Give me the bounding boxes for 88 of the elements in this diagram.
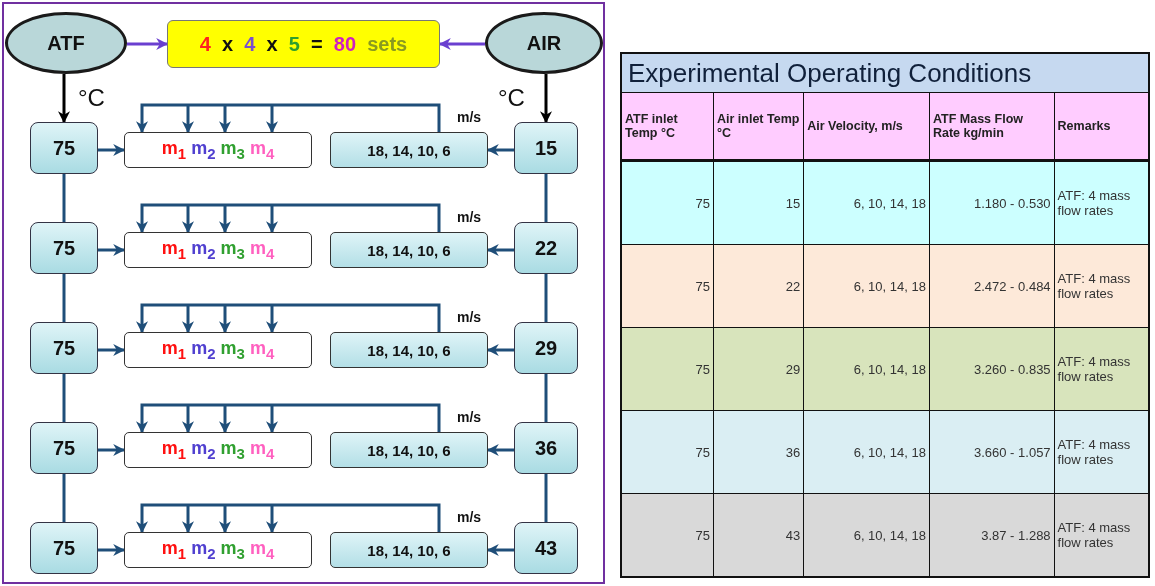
table-cell: ATF: 4 mass flow rates xyxy=(1054,493,1149,577)
arrow xyxy=(98,344,126,356)
temperature-box: 29 xyxy=(514,322,578,374)
temperature-box: 43 xyxy=(514,522,578,574)
temperature-box: 75 xyxy=(30,422,98,474)
table-cell: 3.260 - 0.835 xyxy=(929,327,1055,411)
flow-rate-box: m$_{1}$ m$_{2}$ m$_{3}$ m$_{4}$ xyxy=(124,132,312,168)
connector-line xyxy=(544,274,548,322)
table-cell: 15 xyxy=(713,160,804,245)
oval-node: ATF xyxy=(5,12,127,74)
table-title: Experimental Operating Conditions xyxy=(621,53,1149,93)
connector-line xyxy=(62,474,66,522)
result-box: 4 x 4 x 5 = 80 sets xyxy=(167,20,440,68)
table-cell: 75 xyxy=(621,160,714,245)
column-header: Air Velocity, m/s xyxy=(803,92,930,161)
bracket-arrow xyxy=(136,403,441,434)
flow-rate-box: m$_{1}$ m$_{2}$ m$_{3}$ m$_{4}$ xyxy=(124,332,312,368)
velocity-box: 18, 14, 10, 6 xyxy=(330,232,488,268)
table-cell: 43 xyxy=(713,493,804,577)
column-header: ATF inlet Temp °C xyxy=(621,92,714,161)
velocity-box: 18, 14, 10, 6 xyxy=(330,432,488,468)
velocity-box: 18, 14, 10, 6 xyxy=(330,332,488,368)
connector-line xyxy=(544,174,548,222)
bracket-arrow xyxy=(136,503,441,534)
table-cell: 22 xyxy=(713,244,804,328)
temperature-box: 75 xyxy=(30,522,98,574)
table-cell: 6, 10, 14, 18 xyxy=(803,493,930,577)
column-header: Air inlet Temp °C xyxy=(713,92,804,161)
temperature-box: 75 xyxy=(30,222,98,274)
edge-label: m/s xyxy=(457,109,482,125)
table-cell: 6, 10, 14, 18 xyxy=(803,327,930,411)
table-cell: 3.660 - 1.057 xyxy=(929,410,1055,494)
arrow xyxy=(58,74,70,124)
flow-rate-box: m$_{1}$ m$_{2}$ m$_{3}$ m$_{4}$ xyxy=(124,232,312,268)
table-cell: ATF: 4 mass flow rates xyxy=(1054,410,1149,494)
temperature-box: 36 xyxy=(514,422,578,474)
temperature-box: 15 xyxy=(514,122,578,174)
arrow xyxy=(486,344,514,356)
table-cell: 36 xyxy=(713,410,804,494)
temperature-box: 22 xyxy=(514,222,578,274)
table-cell: 6, 10, 14, 18 xyxy=(803,410,930,494)
table-cell: 1.180 - 0.530 xyxy=(929,160,1055,245)
oval-node: AIR xyxy=(485,12,603,74)
table-cell: 6, 10, 14, 18 xyxy=(803,244,930,328)
table-cell: ATF: 4 mass flow rates xyxy=(1054,244,1149,328)
table-cell: 6, 10, 14, 18 xyxy=(803,160,930,245)
table-cell: ATF: 4 mass flow rates xyxy=(1054,160,1149,245)
column-header: ATF Mass Flow Rate kg/min xyxy=(929,92,1055,161)
arrow xyxy=(486,244,514,256)
connector-line xyxy=(544,374,548,422)
edge-label: m/s xyxy=(457,409,482,425)
arrow xyxy=(486,144,514,156)
velocity-box: 18, 14, 10, 6 xyxy=(330,532,488,568)
edge-label: °C xyxy=(498,84,525,112)
table-cell: 75 xyxy=(621,410,714,494)
bracket-arrow xyxy=(136,203,441,234)
connector-line xyxy=(62,274,66,322)
flow-rate-box: m$_{1}$ m$_{2}$ m$_{3}$ m$_{4}$ xyxy=(124,432,312,468)
edge-label: m/s xyxy=(457,309,482,325)
arrow xyxy=(98,144,126,156)
bracket-arrow xyxy=(136,303,441,334)
arrow xyxy=(98,444,126,456)
flow-rate-box: m$_{1}$ m$_{2}$ m$_{3}$ m$_{4}$ xyxy=(124,532,312,568)
velocity-box: 18, 14, 10, 6 xyxy=(330,132,488,168)
connector-line xyxy=(62,174,66,222)
table-cell: 75 xyxy=(621,493,714,577)
arrow xyxy=(486,544,514,556)
arrow xyxy=(486,444,514,456)
table-cell: 75 xyxy=(621,244,714,328)
arrow xyxy=(98,544,126,556)
connector-line xyxy=(62,374,66,422)
arrow xyxy=(438,38,485,50)
temperature-box: 75 xyxy=(30,122,98,174)
edge-label: m/s xyxy=(457,209,482,225)
table-cell: 75 xyxy=(621,327,714,411)
table-cell: 3.87 - 1.288 xyxy=(929,493,1055,577)
temperature-box: 75 xyxy=(30,322,98,374)
table-cell: 2.472 - 0.484 xyxy=(929,244,1055,328)
arrow xyxy=(127,38,169,50)
arrow xyxy=(98,244,126,256)
column-header: Remarks xyxy=(1054,92,1149,161)
table-cell: 29 xyxy=(713,327,804,411)
connector-line xyxy=(544,474,548,522)
arrow xyxy=(540,74,552,124)
table-cell: ATF: 4 mass flow rates xyxy=(1054,327,1149,411)
edge-label: °C xyxy=(78,84,105,112)
edge-label: m/s xyxy=(457,509,482,525)
bracket-arrow xyxy=(136,103,441,134)
